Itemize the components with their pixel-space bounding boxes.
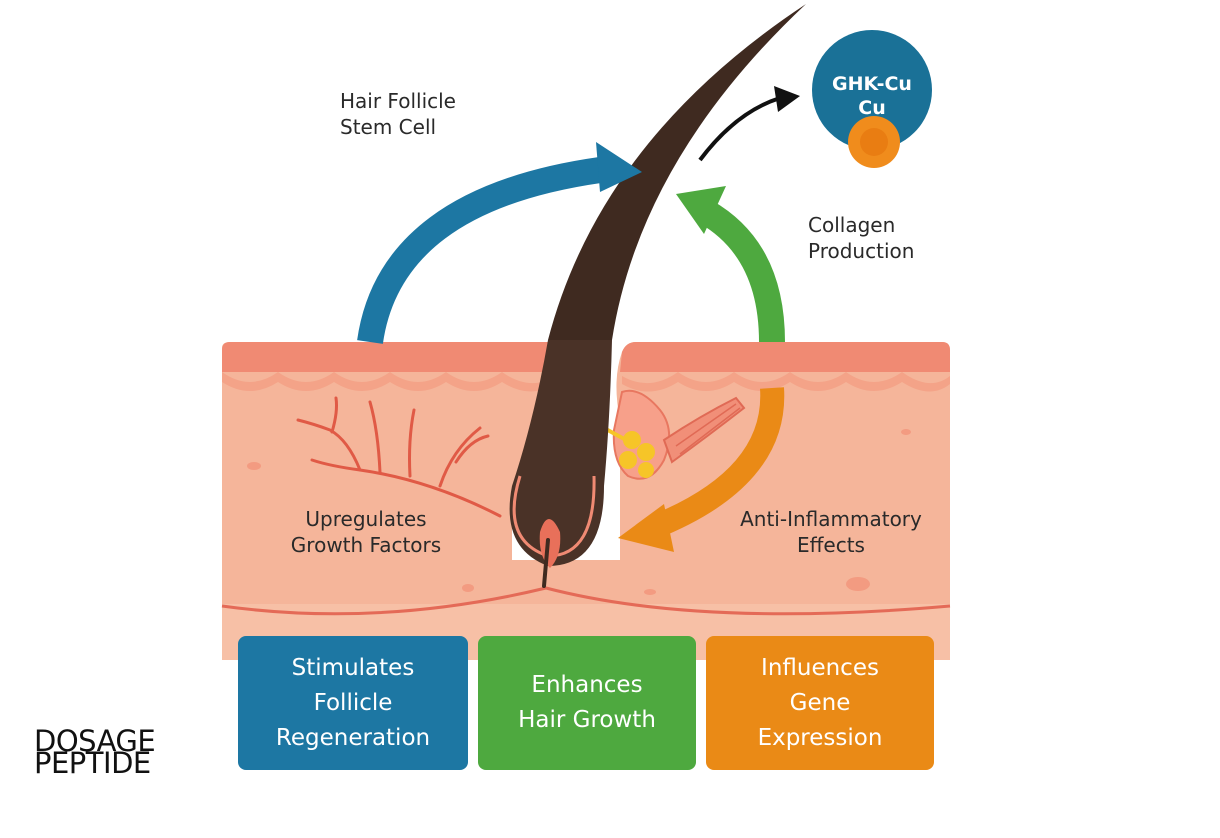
label-collagen: Collagen Production [808, 212, 914, 264]
blood-vessels [296, 396, 502, 518]
watermark-logo: DOSAGE PEPTIDE [34, 724, 156, 780]
watermark-line: DOSAGE [34, 724, 156, 758]
label-stem-cell: Hair Follicle Stem Cell [340, 88, 456, 140]
box-line: Influences [761, 654, 879, 681]
box-line: Follicle [313, 689, 393, 716]
box-line: Expression [757, 724, 883, 751]
label-line: Stem Cell [340, 115, 437, 139]
label-line: Growth Factors [290, 533, 442, 557]
collagen-arrow [676, 186, 785, 343]
molecule-copper: Cu [858, 97, 886, 119]
hair-follicle [509, 4, 806, 588]
box-line: Regeneration [275, 724, 431, 751]
molecule-name: GHK-Cu [832, 73, 912, 95]
box-gene-expression: Influences Gene Expression [706, 636, 934, 770]
watermark-line: PEPTIDE [34, 746, 151, 780]
label-line: Anti-Inflammatory [740, 507, 922, 531]
anti-inflammatory-arrow [618, 387, 785, 552]
stem-cell-arrow [357, 142, 642, 345]
ghk-cu-molecule [812, 30, 932, 168]
molecule-label: GHK-Cu Cu [820, 72, 924, 120]
label-growth-factors: Upregulates Growth Factors [268, 506, 464, 558]
label-anti-inflammatory: Anti-Inflammatory Effects [716, 506, 946, 558]
box-line: Hair Growth [518, 707, 656, 733]
molecule-arrow [698, 86, 800, 162]
label-line: Production [808, 239, 915, 263]
box-follicle-regeneration: Stimulates Follicle Regeneration [238, 636, 468, 770]
box-line: Gene [789, 689, 851, 716]
box-line: Stimulates [291, 654, 415, 681]
box-line: Enhances [531, 672, 643, 698]
arrector-pili-muscle [662, 396, 746, 464]
label-line: Effects [797, 533, 865, 557]
label-line: Collagen [808, 213, 896, 237]
box-hair-growth: Enhances Hair Growth [478, 636, 696, 770]
label-line: Hair Follicle [340, 89, 456, 113]
sebaceous-gland [603, 389, 671, 480]
label-line: Upregulates [305, 507, 427, 531]
